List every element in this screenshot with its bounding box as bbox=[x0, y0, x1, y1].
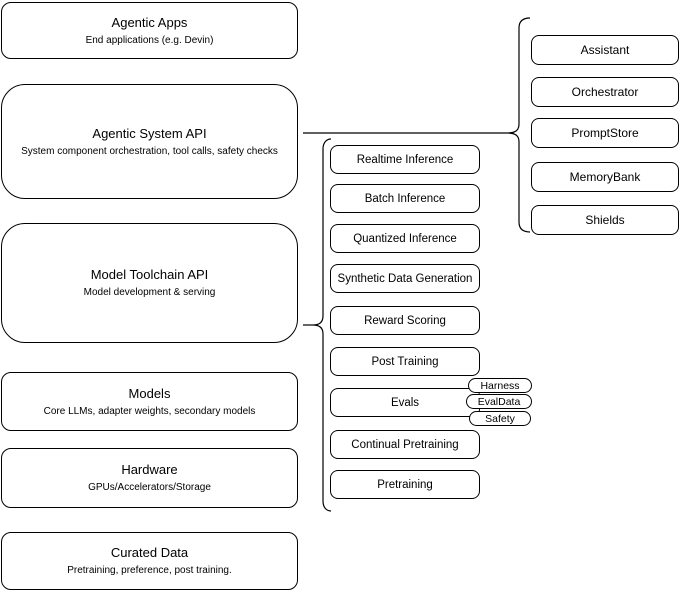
node-orchestrator: Orchestrator bbox=[531, 77, 679, 107]
node-agentic-apps: Agentic Apps End applications (e.g. Devi… bbox=[1, 2, 298, 59]
node-quantized-inference: Quantized Inference bbox=[330, 224, 480, 253]
node-assistant: Assistant bbox=[531, 35, 679, 65]
tag-safety: Safety bbox=[469, 411, 531, 426]
brace-system-components bbox=[506, 17, 531, 233]
node-title: Agentic Apps bbox=[111, 14, 188, 30]
node-label: Reward Scoring bbox=[364, 314, 446, 327]
node-shields: Shields bbox=[531, 205, 679, 235]
node-hardware: Hardware GPUs/Accelerators/Storage bbox=[1, 448, 298, 508]
node-models: Models Core LLMs, adapter weights, secon… bbox=[1, 372, 298, 431]
node-label: Shields bbox=[585, 213, 625, 227]
node-label: Orchestrator bbox=[571, 85, 639, 99]
node-title: Model Toolchain API bbox=[90, 267, 209, 282]
node-memorybank: MemoryBank bbox=[531, 162, 679, 192]
tag-evaldata: EvalData bbox=[466, 394, 532, 409]
node-label: Pretraining bbox=[377, 478, 433, 491]
node-subtitle: Core LLMs, adapter weights, secondary mo… bbox=[43, 405, 256, 417]
node-subtitle: GPUs/Accelerators/Storage bbox=[88, 482, 211, 493]
node-label: Quantized Inference bbox=[353, 232, 457, 245]
node-continual-pretraining: Continual Pretraining bbox=[330, 430, 480, 459]
node-synthetic-data-generation: Synthetic Data Generation bbox=[330, 264, 480, 293]
node-label: MemoryBank bbox=[569, 170, 641, 184]
node-title: Hardware bbox=[121, 462, 178, 477]
brace-toolchain bbox=[312, 138, 332, 512]
node-batch-inference: Batch Inference bbox=[330, 184, 480, 213]
node-pretraining: Pretraining bbox=[330, 470, 480, 499]
node-subtitle: Model development & serving bbox=[83, 287, 216, 298]
node-label: Evals bbox=[390, 396, 420, 409]
node-subtitle: Pretraining, preference, post training. bbox=[67, 565, 232, 576]
node-agentic-system-api: Agentic System API System component orch… bbox=[1, 84, 298, 199]
node-post-training: Post Training bbox=[330, 347, 480, 376]
tag-harness: Harness bbox=[468, 378, 532, 393]
node-reward-scoring: Reward Scoring bbox=[330, 306, 480, 335]
node-label: PromptStore bbox=[571, 126, 639, 140]
node-title: Agentic System API bbox=[92, 125, 207, 141]
node-label: Continual Pretraining bbox=[351, 438, 459, 451]
node-label: Synthetic Data Generation bbox=[337, 272, 473, 285]
node-realtime-inference: Realtime Inference bbox=[330, 145, 480, 174]
node-label: Batch Inference bbox=[364, 192, 446, 205]
node-title: Models bbox=[128, 385, 171, 401]
node-label: Assistant bbox=[580, 43, 630, 57]
node-title: Curated Data bbox=[110, 545, 189, 560]
node-subtitle: End applications (e.g. Devin) bbox=[85, 34, 214, 46]
node-label: Post Training bbox=[371, 355, 439, 368]
node-label: Realtime Inference bbox=[356, 153, 454, 166]
node-subtitle: System component orchestration, tool cal… bbox=[21, 145, 278, 157]
node-curated-data: Curated Data Pretraining, preference, po… bbox=[1, 532, 298, 590]
node-promptstore: PromptStore bbox=[531, 118, 679, 148]
node-evals: Evals bbox=[330, 388, 480, 417]
node-model-toolchain-api: Model Toolchain API Model development & … bbox=[1, 223, 298, 343]
